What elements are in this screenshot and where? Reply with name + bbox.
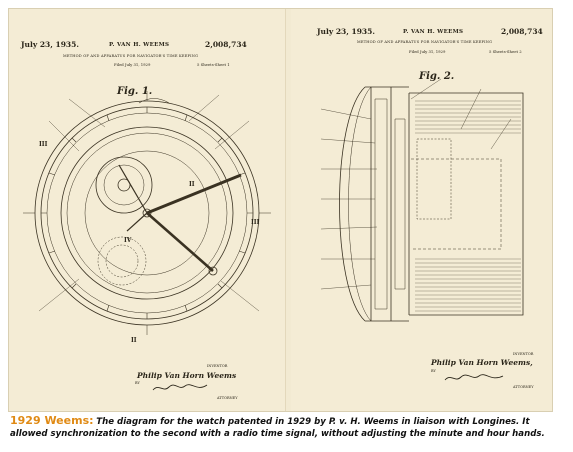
roman-numeral-label: II — [131, 337, 137, 344]
sheet2-inventor-label: INVENTOR — [513, 352, 534, 356]
sheet1-filed: Filed July 31, 1929 — [114, 62, 151, 67]
attorney-signature-scribble — [152, 384, 208, 391]
attorney-signature-scribble — [444, 374, 504, 381]
sheet1-signature: Philip Van Horn Weems — [137, 371, 237, 380]
sheet1-date: July 23, 1935. — [21, 40, 79, 49]
patent-sheet-2: July 23, 1935. P. VAN H. WEEMS 2,008,734… — [291, 9, 552, 411]
sheet2-title: METHOD OF AND APPARATUS FOR NAVIGATOR'S … — [357, 40, 493, 44]
figure-1-label: Fig. 1. — [117, 86, 153, 97]
sheet1-by-label: BY — [135, 381, 140, 385]
sheet1-title: METHOD OF AND APPARATUS FOR NAVIGATOR'S … — [63, 54, 199, 58]
sheet2-by-label: BY — [431, 369, 436, 373]
watch-cross-section-drawing — [320, 78, 524, 322]
sheet2-filed: Filed July 31, 1929 — [409, 49, 446, 54]
sheet1-patent-number: 2,008,734 — [205, 40, 247, 49]
sheet2-patent-number: 2,008,734 — [501, 27, 543, 36]
roman-numeral-label: II — [189, 181, 195, 188]
roman-numeral-label: III — [39, 141, 48, 148]
patent-image: July 23, 1935. P. VAN H. WEEMS 2,008,734… — [8, 8, 553, 412]
roman-numeral-label: III — [251, 219, 260, 226]
sheet1-inventor-label: INVENTOR — [207, 364, 228, 368]
sheet2-inventor: P. VAN H. WEEMS — [403, 29, 464, 35]
figure-2-label: Fig. 2. — [419, 71, 455, 82]
sheet2-date: July 23, 1935. — [317, 27, 375, 36]
sheet2-sheet-number: 5 Sheets-Sheet 2 — [489, 49, 522, 54]
patent-sheet-1: July 23, 1935. P. VAN H. WEEMS 2,008,734… — [9, 9, 286, 411]
roman-numeral-label: IV — [124, 237, 132, 244]
image-caption: 1929 Weems: The diagram for the watch pa… — [10, 415, 560, 440]
sheet1-inventor: P. VAN H. WEEMS — [109, 42, 170, 48]
watch-face-drawing — [23, 91, 271, 335]
sheet1-attorney-label: ATTORNEY — [217, 396, 238, 400]
caption-heading: 1929 Weems: — [10, 414, 94, 427]
sheet1-sheet-number: 5 Sheets-Sheet 1 — [197, 62, 230, 67]
sheet2-signature: Philip Van Horn Weems, — [431, 358, 533, 367]
caption-text: The diagram for the watch patented in 19… — [10, 417, 545, 439]
sheet2-attorney-label: ATTORNEY — [513, 385, 534, 389]
